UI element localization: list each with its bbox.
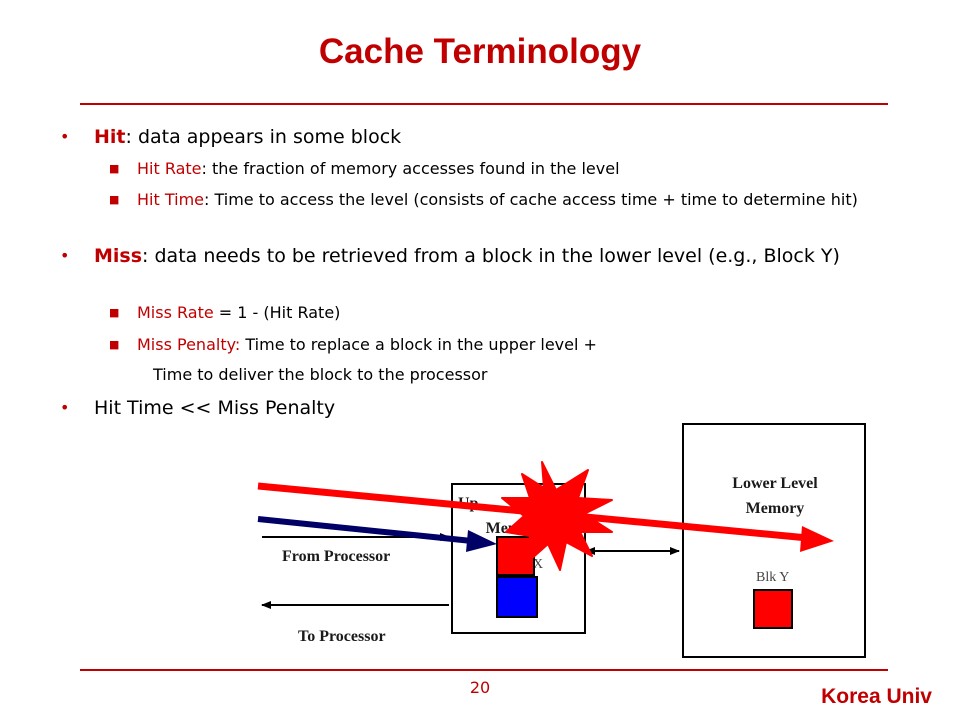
term-hit-rate: Hit Rate (137, 159, 202, 178)
from-processor-label: From Processor (282, 548, 391, 565)
bullet-hit: • Hit: data appears in some block (60, 125, 894, 149)
bullet-dot: • (60, 246, 70, 265)
miss-rate-text: = 1 - (Hit Rate) (213, 303, 341, 322)
brand-label: Korea Univ (821, 685, 932, 708)
bullet-square: ■ (109, 306, 120, 319)
upper-block-red (496, 536, 535, 576)
miss-penalty-continuation: Time to deliver the block to the process… (153, 365, 488, 384)
lower-block-y (753, 589, 793, 629)
page-number: 20 (469, 678, 491, 697)
bullet-square: ■ (109, 162, 120, 175)
hit-time-text: : Time to access the level (consists of … (204, 190, 858, 209)
bullet-hit-rate: ■ Hit Rate: the fraction of memory acces… (109, 159, 897, 179)
lower-memory-label-line1: Lower Level (732, 475, 818, 492)
bullet-miss-penalty: ■ Miss Penalty: Time to replace a block … (109, 335, 897, 355)
bullet-square: ■ (109, 338, 120, 351)
term-miss: Miss (94, 245, 143, 267)
blk-y-label: Blk Y (756, 570, 790, 585)
to-processor-label: To Processor (298, 628, 386, 645)
compare-text: Hit Time << Miss Penalty (94, 397, 336, 419)
bullet-compare: • Hit Time << Miss Penalty (60, 396, 894, 420)
hit-rate-text: : the fraction of memory accesses found … (201, 159, 620, 178)
term-hit: Hit (94, 126, 126, 148)
title-divider (80, 103, 888, 105)
miss-path-arrowhead (800, 526, 834, 552)
blk-x-label: X (533, 557, 544, 572)
bullet-miss: • Miss: data needs to be retrieved from … (60, 244, 894, 268)
hit-path-arrowhead (466, 530, 497, 552)
bullet-dot: • (60, 398, 70, 417)
miss-text: : data needs to be retrieved from a bloc… (142, 245, 840, 267)
hit-path-arrow (257, 516, 473, 544)
term-miss-penalty: Miss Penalty: (137, 335, 241, 354)
bullet-list: • Hit: data appears in some block ■ Hit … (60, 125, 897, 420)
upper-block-blue (496, 576, 538, 618)
slide-title: Cache Terminology (318, 32, 642, 71)
bullet-hit-time: ■ Hit Time: Time to access the level (co… (109, 190, 897, 210)
hit-text: : data appears in some block (125, 126, 402, 148)
lower-memory-label-line2: Memory (745, 500, 805, 517)
miss-penalty-text: Time to replace a block in the upper lev… (240, 335, 597, 354)
term-miss-rate: Miss Rate (137, 303, 214, 322)
bullet-miss-rate: ■ Miss Rate = 1 - (Hit Rate) (109, 303, 897, 323)
bullet-square: ■ (109, 193, 120, 206)
term-hit-time: Hit Time (137, 190, 204, 209)
miss-path-arrow (257, 482, 809, 542)
bullet-dot: • (60, 127, 70, 146)
footer-divider (80, 669, 888, 671)
